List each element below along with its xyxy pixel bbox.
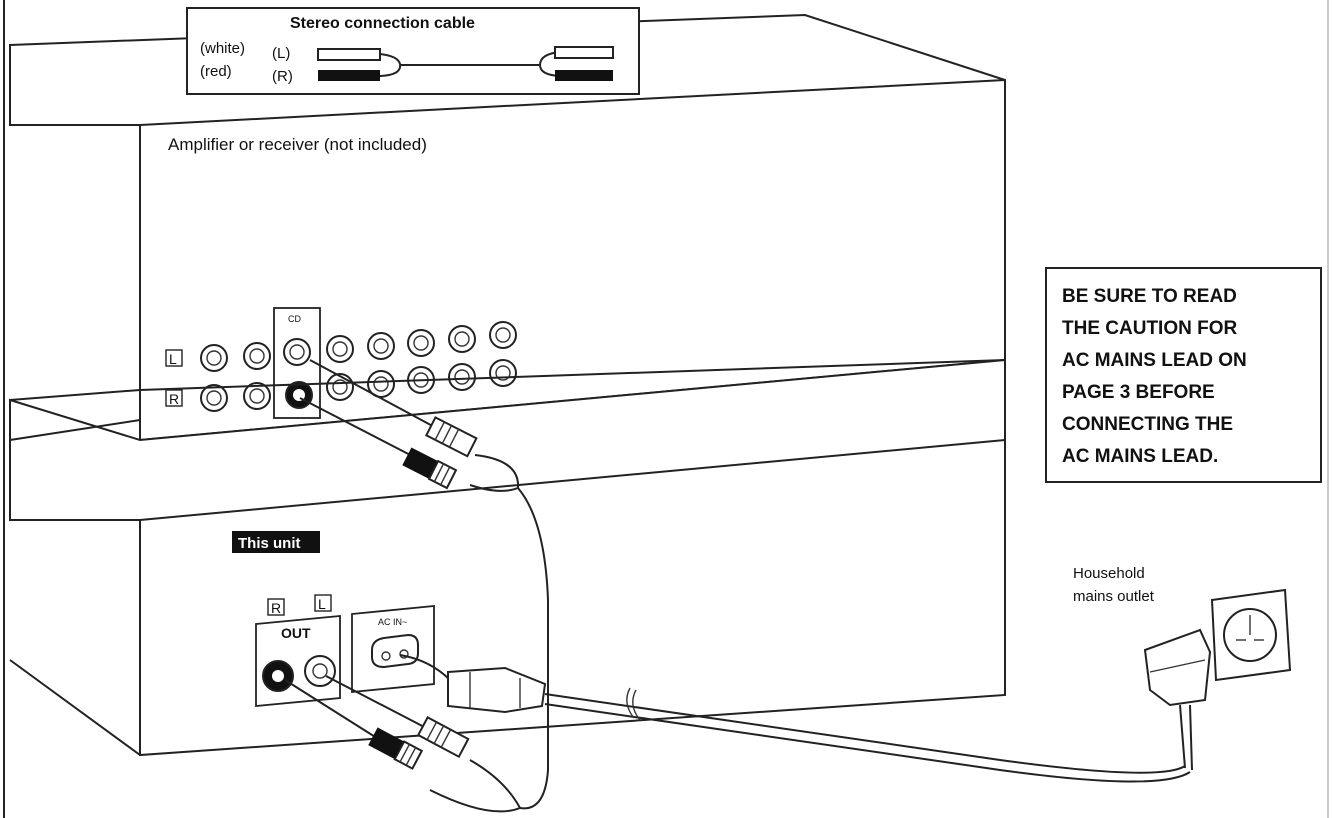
warning-line-1: BE SURE TO READ [1062,286,1237,307]
amplifier-unit: Amplifier or receiver (not included) CD … [9,13,1006,442]
stereo-cable-drawing [284,359,549,813]
cable-legend-box: Stereo connection cable (white) (red) (L… [186,7,640,95]
amplifier-label: Amplifier or receiver (not included) [168,135,427,154]
warning-box: BE SURE TO READ THE CAUTION FOR AC MAINS… [1045,267,1322,483]
warning-line-3: AC MAINS LEAD ON [1062,350,1247,371]
warning-line-2: THE CAUTION FOR [1062,318,1237,339]
ac-in-label: AC IN~ [378,617,407,627]
warning-line-4: PAGE 3 BEFORE [1062,382,1215,403]
warning-line-6: AC MAINS LEAD. [1062,446,1218,467]
amp-jacks-bottom-row [200,359,517,412]
red-label: (red) [200,63,232,80]
warning-line-5: CONNECTING THE [1062,414,1233,435]
unit-l-marker: L [318,596,326,612]
cable-title: Stereo connection cable [290,15,475,32]
cd-label: CD [288,314,301,324]
amp-jacks-top-row [200,321,517,372]
outlet-label-line2: mains outlet [1073,588,1155,605]
out-label: OUT [281,625,311,641]
right-channel-label: (R) [272,68,293,85]
cd-input-frame [273,307,321,419]
white-label: (white) [200,40,245,57]
amp-r-marker: R [169,391,179,407]
outlet-label-line1: Household [1073,565,1145,582]
unit-r-marker: R [271,600,281,616]
left-channel-label: (L) [272,45,290,62]
this-unit: This unit R L OUT AC IN~ [9,358,1006,757]
this-unit-label: This unit [238,535,301,552]
mains-lead-drawing [399,588,1292,783]
amp-l-marker: L [169,351,177,367]
